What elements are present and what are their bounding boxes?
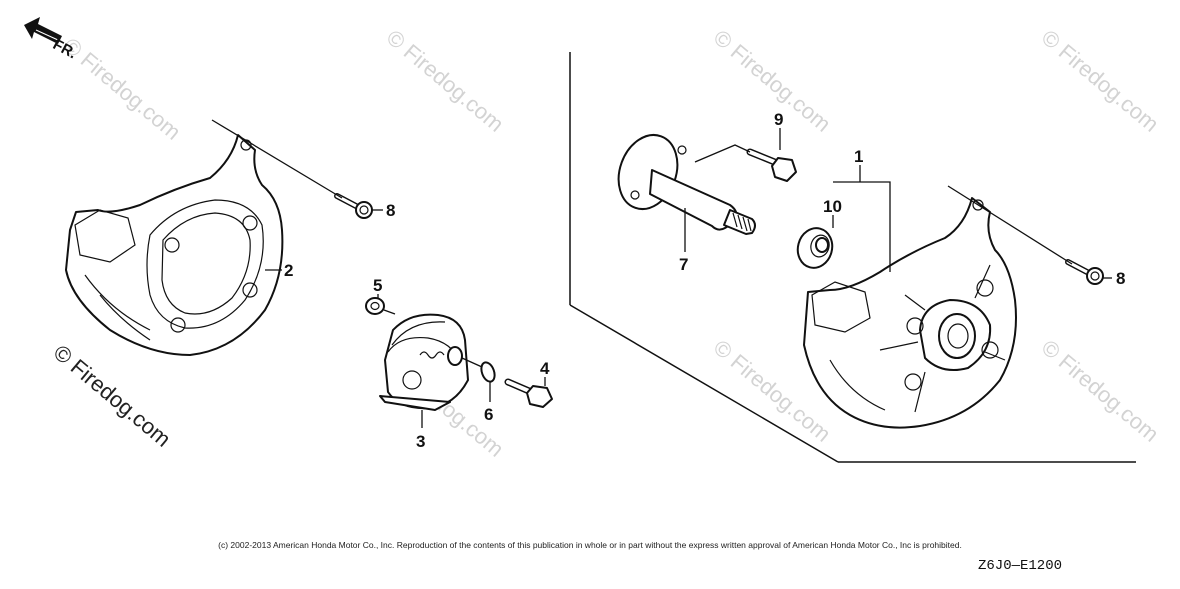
group-frame: [569, 52, 1136, 463]
diagram-code: Z6J0—E1200: [978, 558, 1063, 574]
callouts: 1 2 3 4 5 6 7 8 8 9 10: [284, 110, 1125, 451]
bolt-part: [504, 378, 553, 408]
watermark: © Firedog.com: [709, 25, 836, 137]
clutch-housing-part: [65, 134, 284, 356]
callout-8-right: 8: [1116, 269, 1125, 288]
watermark: © Firedog.com: [1037, 25, 1164, 137]
callout-9: 9: [774, 110, 783, 129]
callout-5: 5: [373, 276, 382, 295]
callout-8-left: 8: [386, 201, 395, 220]
callout-10: 10: [823, 197, 842, 216]
main-watermark: © Firedog.com: [49, 340, 176, 452]
clutch-assembly-part: [379, 313, 469, 411]
callout-7: 7: [679, 255, 688, 274]
watermark: © Firedog.com: [1037, 335, 1164, 447]
watermark: © Firedog.com: [382, 25, 509, 137]
gear-case-part: [803, 197, 1017, 429]
callout-6: 6: [484, 405, 493, 424]
front-arrow-icon: [24, 17, 62, 44]
flange-bolt-part: [334, 193, 373, 219]
flange-bolt-part: [1065, 259, 1104, 285]
callout-3: 3: [416, 432, 425, 451]
washer-part: [365, 297, 385, 315]
callout-2: 2: [284, 261, 293, 280]
copyright-notice: (c) 2002-2013 American Honda Motor Co., …: [218, 540, 962, 550]
leader-lines: [211, 119, 1112, 428]
bearing-part: [796, 227, 834, 269]
callout-4: 4: [540, 359, 550, 378]
washer-part: [480, 361, 496, 383]
shaft-part: [617, 134, 756, 235]
bolt-part: [746, 148, 797, 182]
callout-1: 1: [854, 147, 863, 166]
